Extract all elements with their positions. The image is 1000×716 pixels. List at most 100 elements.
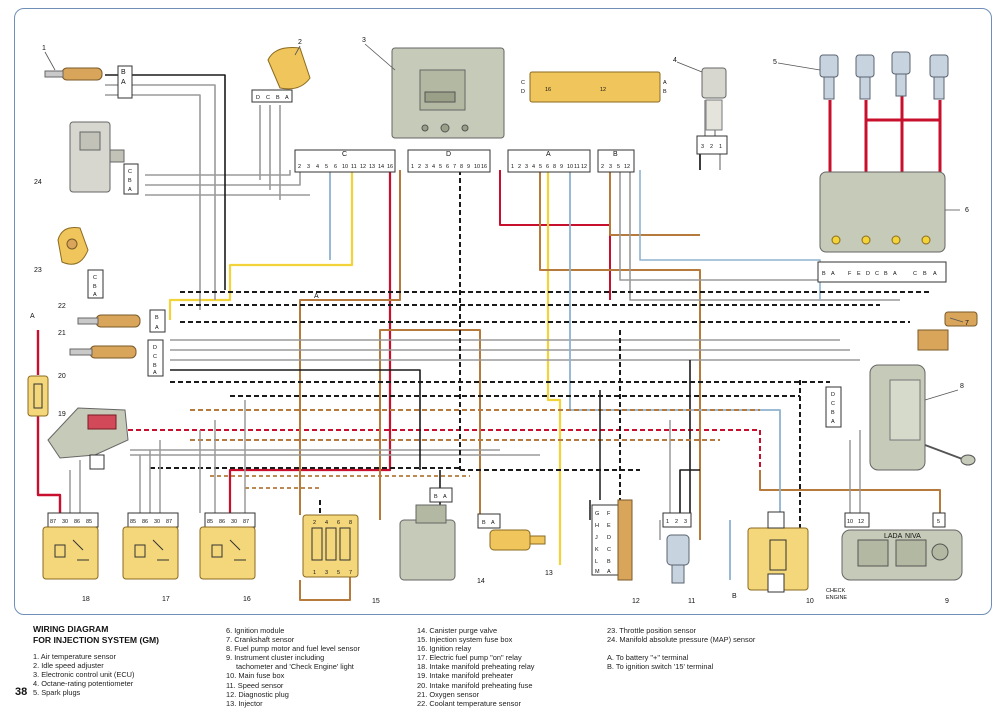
svg-text:9: 9	[467, 164, 470, 170]
canister-purge-valve	[399, 487, 456, 581]
label-14: 14	[477, 578, 485, 585]
legend-item: A. To battery "+" terminal	[607, 653, 689, 663]
fuel-pump-relay	[122, 512, 179, 580]
preheating-relay	[42, 512, 99, 580]
svg-text:A: A	[607, 569, 611, 575]
svg-text:8: 8	[460, 164, 463, 170]
injector	[477, 513, 546, 551]
legend-item: 5. Spark plugs	[33, 688, 81, 698]
label-7: 7	[965, 320, 969, 327]
svg-text:F: F	[607, 511, 611, 517]
svg-text:E: E	[857, 271, 861, 277]
coolant-temperature-sensor	[77, 309, 166, 333]
legend-item: 11. Speed sensor	[226, 680, 284, 690]
legend-item: 15. Injection system fuse box	[417, 635, 513, 645]
oxygen-sensor	[69, 339, 164, 377]
label-5: 5	[773, 59, 777, 66]
main-fuse-box	[747, 511, 809, 593]
legend-item: 8. Fuel pump motor and fuel level sensor	[226, 644, 360, 654]
label-19: 19	[58, 411, 66, 418]
svg-text:10: 10	[847, 519, 853, 525]
manifold-preheater	[47, 407, 129, 470]
svg-text:A: A	[93, 292, 97, 298]
svg-text:4: 4	[532, 164, 535, 170]
svg-text:6: 6	[446, 164, 449, 170]
svg-text:B: B	[121, 69, 126, 76]
crankshaft-sensor	[917, 311, 978, 351]
svg-text:L: L	[595, 559, 598, 565]
svg-text:2: 2	[298, 164, 301, 170]
svg-text:C: C	[153, 354, 157, 360]
svg-text:8: 8	[349, 520, 352, 526]
legend-item: 16. Ignition relay	[417, 644, 472, 654]
svg-text:6: 6	[334, 164, 337, 170]
svg-text:C: C	[128, 169, 132, 175]
svg-text:A: A	[663, 80, 667, 86]
svg-text:D: D	[256, 95, 260, 101]
svg-text:7: 7	[349, 570, 352, 576]
map-sensor	[69, 121, 139, 195]
svg-text:6: 6	[337, 520, 340, 526]
legend-item: 2. Idle speed adjuster	[33, 661, 104, 671]
air-temperature-sensor: BA	[44, 65, 133, 99]
svg-text:3: 3	[307, 164, 310, 170]
svg-text:B: B	[153, 363, 157, 369]
svg-text:30: 30	[231, 519, 237, 525]
svg-text:2: 2	[418, 164, 421, 170]
svg-text:10: 10	[567, 164, 573, 170]
svg-text:16: 16	[481, 164, 487, 170]
legend-column-2: 6. Ignition module 7. Crankshaft sensor …	[226, 626, 360, 708]
check-engine-label: CHECK	[826, 588, 846, 594]
svg-text:12: 12	[858, 519, 864, 525]
label-10: 10	[806, 598, 814, 605]
legend-item	[607, 644, 755, 653]
svg-text:A: A	[831, 419, 835, 425]
svg-text:G: G	[595, 511, 599, 517]
cluster-model: NIVA	[905, 533, 921, 540]
svg-text:5: 5	[439, 164, 442, 170]
ecu-connector-c: C	[342, 151, 347, 158]
instrument-cluster	[841, 512, 963, 581]
ignition-relay	[199, 512, 256, 580]
svg-text:A: A	[933, 271, 937, 277]
svg-text:16: 16	[387, 164, 393, 170]
svg-text:B: B	[923, 271, 927, 277]
legend-item: 21. Oxygen sensor	[417, 689, 480, 699]
svg-text:B: B	[434, 494, 438, 500]
svg-text:1: 1	[719, 144, 722, 150]
preheating-fuse	[27, 375, 49, 417]
svg-text:85: 85	[130, 519, 136, 525]
svg-text:1: 1	[411, 164, 414, 170]
legend-item: 10. Main fuse box	[226, 671, 285, 681]
svg-text:5: 5	[539, 164, 542, 170]
page-number: 38	[15, 686, 28, 698]
legend-item: 12. Diagnostic plug	[226, 689, 289, 699]
svg-text:86: 86	[74, 519, 80, 525]
component-numbers: 1 2 3 4 5 6 7 8 9 10 11 12 13 14 15 16 1…	[34, 37, 969, 605]
legend-item: 13. Injector	[226, 698, 263, 708]
cluster-brand: LADA	[884, 533, 903, 540]
label-24: 24	[34, 179, 42, 186]
legend-item: 24. Manifold absolute pressure (MAP) sen…	[607, 635, 756, 645]
check-engine-label-2: ENGINE	[826, 595, 847, 601]
diagnostic-plug	[591, 499, 633, 581]
to-battery-label: A	[30, 313, 35, 320]
svg-text:A: A	[831, 271, 835, 277]
ecu	[294, 47, 635, 173]
legend-item: 9. Instrument cluster including	[226, 653, 325, 663]
svg-text:1: 1	[313, 570, 316, 576]
ecu-connector-d: D	[446, 151, 451, 158]
svg-text:C: C	[913, 271, 917, 277]
svg-text:E: E	[607, 523, 611, 529]
throttle-position-sensor	[57, 227, 104, 299]
svg-text:87: 87	[166, 519, 172, 525]
svg-text:85: 85	[207, 519, 213, 525]
svg-text:12: 12	[624, 164, 630, 170]
legend-item: 23. Throttle position sensor	[607, 626, 697, 635]
svg-text:B: B	[663, 89, 667, 95]
label-2: 2	[298, 39, 302, 46]
diagram-title: WIRING DIAGRAM FOR INJECTION SYSTEM (GM)	[33, 624, 160, 645]
octane-rating-potentiometer	[696, 67, 728, 155]
